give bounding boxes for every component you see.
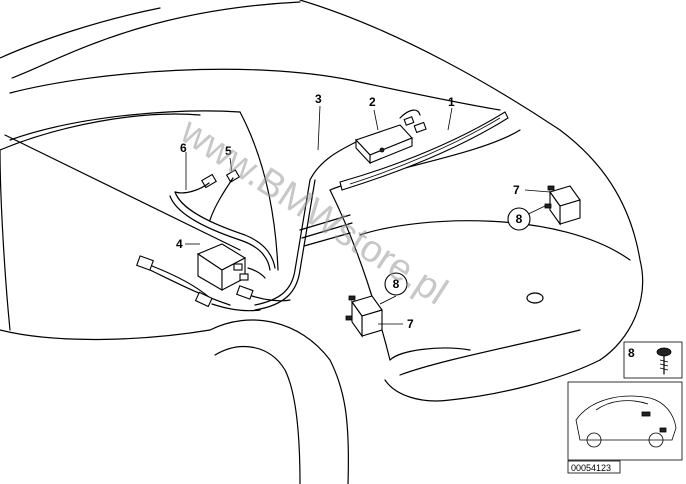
callout-8-upper-circle bbox=[507, 207, 531, 231]
callout-6: 6 bbox=[180, 141, 187, 155]
callout-8-lower: 8 bbox=[393, 277, 400, 291]
antenna-strip bbox=[339, 111, 509, 191]
callout-7-upper: 7 bbox=[513, 183, 520, 197]
car-thumbnail bbox=[567, 381, 683, 461]
callout-7-lower: 7 bbox=[407, 317, 414, 331]
screw-inset: 8 bbox=[623, 341, 683, 379]
coax-cables bbox=[169, 169, 276, 271]
relay-lower bbox=[345, 295, 383, 338]
callout-8-inset: 8 bbox=[628, 346, 635, 360]
diagram-code-box bbox=[567, 460, 621, 474]
left-connectors bbox=[136, 255, 261, 312]
relay-upper bbox=[544, 185, 581, 226]
callout-8-upper: 8 bbox=[516, 212, 523, 226]
callout-1: 1 bbox=[448, 95, 455, 109]
main-cable bbox=[254, 179, 353, 311]
antenna-amplifier bbox=[309, 109, 427, 181]
callout-3: 3 bbox=[315, 92, 322, 106]
screw-head-icon bbox=[656, 347, 672, 357]
diversity-module bbox=[196, 243, 291, 302]
callout-4: 4 bbox=[176, 237, 183, 251]
car-body-outline bbox=[0, 0, 644, 484]
callout-8-lower-circle bbox=[384, 272, 408, 296]
callout-2: 2 bbox=[369, 95, 376, 109]
diagram-code: 00054123 bbox=[571, 463, 611, 473]
callout-5: 5 bbox=[225, 144, 232, 158]
leader-lines bbox=[185, 105, 551, 325]
